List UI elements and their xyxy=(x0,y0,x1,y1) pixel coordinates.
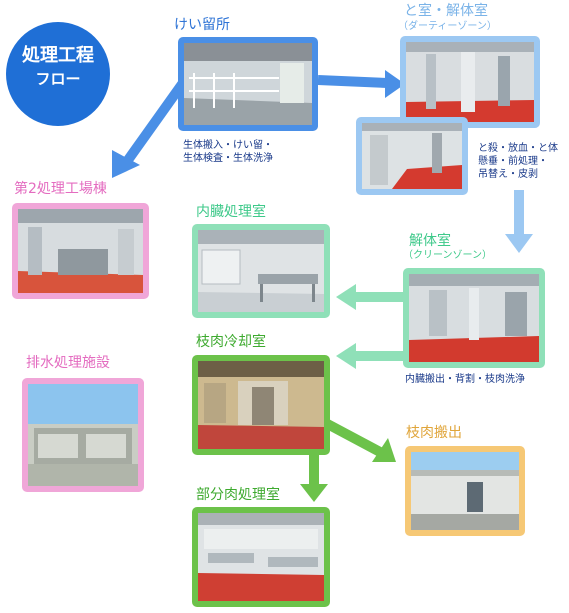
hanshutsu-photo xyxy=(405,446,525,536)
bubuniku-label: 部分肉処理室 xyxy=(196,487,280,503)
haisui-photo xyxy=(22,378,144,492)
bubuniku-photo xyxy=(192,507,330,607)
keiryusho-label: けい留所 xyxy=(174,17,230,33)
dai2-photo xyxy=(12,203,149,299)
keiryusho-note: 生体搬入・けい留・ 生体検査・生体洗浄 xyxy=(183,139,273,165)
keiryusho-note-line: 生体搬入・けい留・ xyxy=(183,140,273,151)
toshitsu-sublabel: （ダーティーゾーン） xyxy=(398,21,497,32)
keiryusho-note-line: 生体検査・生体洗浄 xyxy=(183,153,273,164)
toshitsu-note-line: と殺・放血・と体 xyxy=(478,143,558,154)
dai2-label: 第2処理工場棟 xyxy=(14,181,107,197)
arrow-to-dai2 xyxy=(123,77,190,163)
reikyaku-label: 枝肉冷却室 xyxy=(196,334,266,350)
toshitsu-label: と室・解体室 xyxy=(404,3,488,19)
kaitai-photo xyxy=(403,268,545,368)
badge-subtitle: フロー xyxy=(35,70,81,88)
naizo-photo xyxy=(192,224,330,318)
hanshutsu-label: 枝肉搬出 xyxy=(406,425,462,441)
process-flow-badge: 処理工程 フロー xyxy=(6,22,110,126)
naizo-label: 内臓処理室 xyxy=(196,204,266,220)
haisui-label: 排水処理施設 xyxy=(26,355,110,371)
reikyaku-photo xyxy=(192,355,330,455)
badge-title: 処理工程 xyxy=(22,45,94,66)
toshitsu-note: と殺・放血・と体 懸垂・前処理・ 吊替え・皮剥 xyxy=(478,142,558,181)
arrow-to-toshitsu xyxy=(317,75,389,88)
kaitai-sublabel: （クリーンゾーン） xyxy=(403,250,492,261)
kaitai-label: 解体室 xyxy=(409,233,451,249)
toshitsu-note-line: 懸垂・前処理・ xyxy=(478,156,548,167)
toshitsu-photo-main xyxy=(400,36,540,128)
toshitsu-photo-sub xyxy=(356,117,468,195)
toshitsu-note-line: 吊替え・皮剥 xyxy=(478,169,538,180)
kaitai-note: 内臓搬出・背割・枝肉洗浄 xyxy=(405,374,525,385)
arrow-to-hanshutsu xyxy=(317,415,383,457)
keiryusho-photo xyxy=(178,37,318,131)
